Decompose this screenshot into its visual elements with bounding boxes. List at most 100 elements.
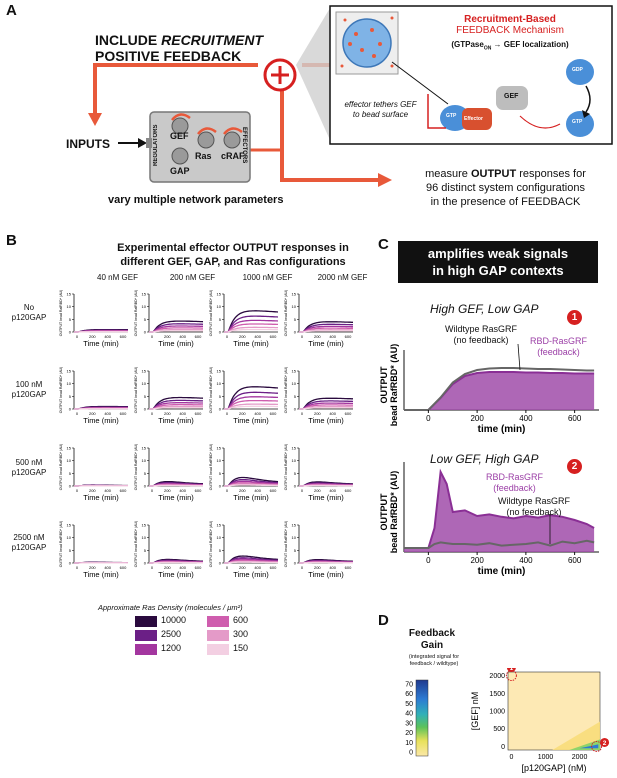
x-axis-label: Time (min) bbox=[308, 416, 344, 425]
inset-gtp-product-label: GTP bbox=[572, 119, 583, 125]
y-tick-label: 15 bbox=[142, 523, 147, 528]
marker-2-label: 2 bbox=[603, 740, 607, 747]
x-tick-label: 0 bbox=[426, 556, 431, 565]
column-header-2000: 2000 nM GEF bbox=[317, 273, 368, 282]
x-tick-label: 0 bbox=[151, 411, 154, 416]
node-gef-label: GEF bbox=[170, 131, 189, 141]
y-tick-label: 0 bbox=[219, 484, 222, 489]
x-axis-label: Time (min) bbox=[83, 493, 119, 502]
y-tick-label: 10 bbox=[67, 304, 72, 309]
x-tick-label: 200 bbox=[470, 414, 484, 423]
series-line bbox=[299, 327, 353, 333]
colorbar-tick-label: 60 bbox=[405, 691, 413, 698]
panel-letter-a: A bbox=[6, 2, 17, 19]
x-tick-label: 600 bbox=[120, 565, 127, 570]
x-tick-label: 0 bbox=[226, 488, 229, 493]
x-tick-label: 0 bbox=[76, 334, 79, 339]
x-tick-label: 400 bbox=[179, 565, 186, 570]
series-line bbox=[299, 330, 353, 333]
marker-1-label: 1 bbox=[510, 668, 514, 672]
effectors-label: EFFECTORS bbox=[241, 126, 247, 164]
x-tick-label: 600 bbox=[270, 565, 277, 570]
feedback-line bbox=[404, 468, 595, 549]
series-line bbox=[299, 400, 354, 410]
y-tick-label: 10 bbox=[292, 381, 297, 386]
x-tick-label: 2000 bbox=[572, 754, 588, 761]
x-tick-label: 200 bbox=[89, 488, 96, 493]
colorbar-tick-label: 0 bbox=[409, 750, 413, 757]
y-tick-label: 5 bbox=[69, 548, 72, 553]
series-line bbox=[299, 397, 353, 410]
x-tick-label: 400 bbox=[104, 565, 111, 570]
y-axis-label: OUTPUT bead RafRBD* (AU) bbox=[209, 367, 213, 413]
x-tick-label: 0 bbox=[151, 565, 154, 570]
vary-parameters-label: vary multiple network parameters bbox=[108, 194, 284, 206]
plot1-marker: 1 bbox=[567, 310, 582, 325]
series-line bbox=[299, 402, 353, 410]
feedback-loop bbox=[88, 63, 392, 187]
y-axis-label: OUTPUT bead RafRBD* (AU) bbox=[134, 444, 138, 490]
series-line bbox=[299, 407, 353, 410]
y-tick-label: 10 bbox=[292, 535, 297, 540]
y-tick-label: 0 bbox=[69, 561, 72, 566]
x-tick-label: 0 bbox=[301, 411, 304, 416]
series-line bbox=[224, 480, 279, 487]
series-line bbox=[149, 396, 204, 410]
x-tick-label: 0 bbox=[301, 334, 304, 339]
legend-label: 10000 bbox=[161, 615, 187, 625]
series-line bbox=[224, 405, 278, 410]
measure-output-text: measure OUTPUT responses for 96 distinct… bbox=[425, 168, 586, 208]
x-tick-label: 200 bbox=[164, 334, 171, 339]
series-line bbox=[224, 319, 279, 333]
x-tick-label: 200 bbox=[314, 488, 321, 493]
series-line bbox=[149, 406, 203, 410]
legend-swatch bbox=[207, 644, 229, 655]
legend-label: 300 bbox=[233, 629, 249, 639]
series-line bbox=[224, 558, 278, 564]
series-line bbox=[149, 399, 204, 410]
x-tick-label: 400 bbox=[329, 488, 336, 493]
y-tick-label: 10 bbox=[292, 458, 297, 463]
y-axis-label: OUTPUT bead RafRBD* (AU) bbox=[59, 521, 63, 567]
series-line bbox=[149, 320, 204, 333]
y-tick-label: 1500 bbox=[489, 691, 505, 698]
y-tick-label: 15 bbox=[67, 446, 72, 451]
x-tick-label: 400 bbox=[104, 334, 111, 339]
node-gap-label: GAP bbox=[170, 166, 190, 176]
y-tick-label: 5 bbox=[144, 548, 147, 553]
inset-effector-label: Effector bbox=[464, 116, 483, 122]
y-tick-label: 0 bbox=[294, 484, 297, 489]
x-tick-label: 0 bbox=[301, 565, 304, 570]
x-tick-label: 200 bbox=[239, 411, 246, 416]
x-axis-label: Time (min) bbox=[83, 339, 119, 348]
y-tick-label: 15 bbox=[292, 523, 297, 528]
x-tick-label: 200 bbox=[89, 411, 96, 416]
series-line bbox=[149, 403, 203, 410]
colorbar-tick-label: 70 bbox=[405, 682, 413, 689]
series-line bbox=[149, 327, 203, 333]
plot2-wildtype-label: Wildtype RasGRF(no feedback) bbox=[498, 496, 571, 517]
y-tick-label: 0 bbox=[144, 407, 147, 412]
inset-title: Recruitment-Based FEEDBACK Mechanism bbox=[456, 14, 564, 36]
x-tick-label: 600 bbox=[270, 488, 277, 493]
x-tick-label: 0 bbox=[226, 411, 229, 416]
y-axis-label: OUTPUT bead RafRBD* (AU) bbox=[134, 367, 138, 413]
series-line bbox=[224, 557, 279, 564]
y-tick-label: 15 bbox=[142, 446, 147, 451]
y-tick-label: 5 bbox=[294, 317, 297, 322]
gtp-product-icon bbox=[566, 111, 594, 137]
y-tick-label: 10 bbox=[142, 381, 147, 386]
y-tick-label: 0 bbox=[219, 561, 222, 566]
series-line bbox=[149, 330, 203, 333]
plot1-title: High GEF, Low GAP bbox=[430, 302, 539, 316]
x-tick-label: 600 bbox=[568, 414, 582, 423]
y-tick-label: 0 bbox=[294, 561, 297, 566]
x-tick-label: 400 bbox=[179, 334, 186, 339]
